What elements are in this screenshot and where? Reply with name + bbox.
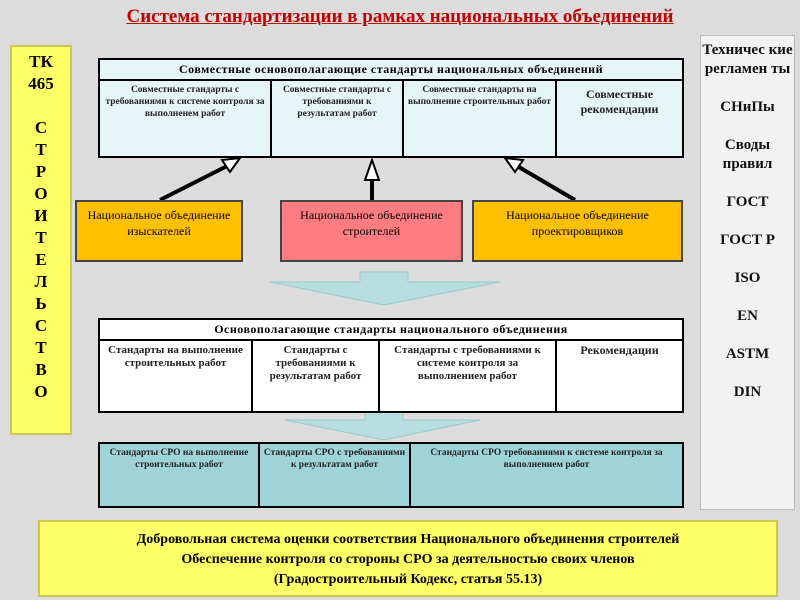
joint-cell: Совместные стандарты на выполнение строи… bbox=[404, 81, 557, 156]
regulation-item: Техничес кие регламен ты bbox=[702, 42, 793, 77]
national-standards-header: Основополагающие стандарты национального… bbox=[100, 320, 682, 341]
left-box-letter: 465 bbox=[28, 74, 54, 93]
joint-cell: Совместные стандарты с требованиями к ре… bbox=[272, 81, 404, 156]
left-box-letter: Е bbox=[35, 250, 47, 269]
org-surveyors: Национальное объединение изыскателей bbox=[75, 200, 243, 262]
joint-cell: Совместные стандарты с требованиями к си… bbox=[100, 81, 272, 156]
joint-cell: Совместные рекомендации bbox=[580, 87, 659, 116]
left-box-letter: Т bbox=[35, 140, 47, 159]
left-box-letter: Т bbox=[35, 338, 47, 357]
arrow-line bbox=[159, 161, 234, 202]
national-cell: Стандарты с требованиями к системе контр… bbox=[380, 341, 557, 411]
left-box-letter: О bbox=[34, 382, 48, 401]
down-arrow-icon bbox=[269, 271, 501, 306]
national-standards-block: Основополагающие стандарты национального… bbox=[98, 318, 684, 413]
arrowhead-icon bbox=[363, 156, 381, 181]
arrowhead-icon bbox=[220, 156, 243, 174]
left-box-letter: Р bbox=[35, 162, 47, 181]
left-box-letter: И bbox=[34, 206, 48, 225]
down-arrow-icon bbox=[284, 411, 481, 441]
regulation-item: СНиПы bbox=[720, 99, 775, 115]
national-cell: Рекомендации bbox=[580, 343, 659, 357]
left-box-letter: ТК bbox=[29, 52, 53, 71]
regulation-item: ASTM bbox=[725, 346, 770, 362]
left-box-letter: Ь bbox=[35, 294, 47, 313]
left-box-letter: О bbox=[34, 184, 48, 203]
regulation-item: ГОСТ bbox=[726, 194, 769, 210]
left-box-letter: С bbox=[34, 118, 48, 137]
footer-box: Добровольная система оценки соответствия… bbox=[38, 520, 778, 597]
regulation-item: ISO bbox=[734, 270, 761, 286]
sro-cell: Стандарты СРО на выполнение строительных… bbox=[100, 444, 260, 506]
national-cell: Стандарты на выполнение строительных раб… bbox=[100, 341, 253, 411]
regulation-item: EN bbox=[737, 308, 758, 324]
arrow-line bbox=[510, 161, 577, 202]
regulation-item: DIN bbox=[733, 384, 762, 400]
national-cell: Стандарты с требованиями к результатам р… bbox=[253, 341, 380, 411]
joint-standards-block: Совместные основополагающие стандарты на… bbox=[98, 58, 684, 158]
left-box-letter: Т bbox=[35, 228, 47, 247]
arrowhead-icon bbox=[502, 156, 525, 174]
joint-standards-header: Совместные основополагающие стандарты на… bbox=[100, 60, 682, 81]
left-box-letter: С bbox=[34, 316, 48, 335]
page-title: Система стандартизации в рамках национал… bbox=[126, 6, 674, 27]
regulation-item: Своды правил bbox=[722, 137, 773, 172]
sro-cell: Стандарты СРО с требованиями к результат… bbox=[260, 444, 411, 506]
sro-standards-block: Стандарты СРО на выполнение строительных… bbox=[98, 442, 684, 508]
left-box-letter: Л bbox=[34, 272, 48, 291]
footer-line: Добровольная система оценки соответствия… bbox=[136, 532, 680, 547]
sro-cell: Стандарты СРО требованиями к системе кон… bbox=[430, 448, 663, 470]
footer-line: Обеспечение контроля со стороны СРО за д… bbox=[181, 552, 635, 567]
left-box-letter: В bbox=[35, 360, 47, 379]
regulation-item: ГОСТ Р bbox=[720, 232, 775, 248]
footer-line: (Градостроительный Кодекс, статья 55.13) bbox=[273, 572, 543, 587]
org-designers: Национальное объединение проектировщиков bbox=[472, 200, 683, 262]
org-builders: Национальное объединение строителей bbox=[280, 200, 463, 262]
